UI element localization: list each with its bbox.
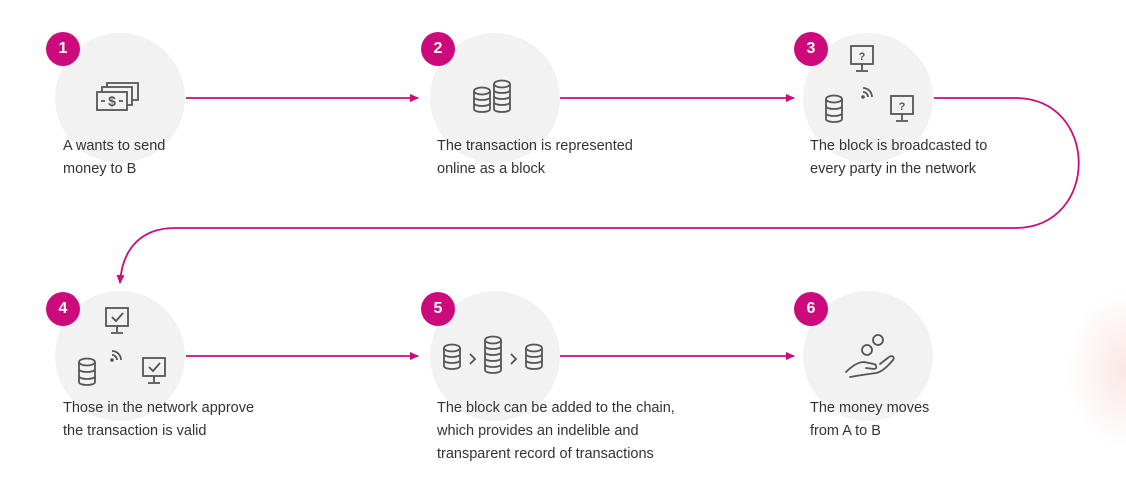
label-line: The money moves xyxy=(810,400,930,416)
step-5-badge: 5 xyxy=(421,292,455,326)
step-5-label: The block can be added to the chain, whi… xyxy=(437,397,737,466)
step-number: 4 xyxy=(58,300,68,317)
arrow-3-to-4 xyxy=(116,97,1080,284)
label-line: The block can be added to the chain, xyxy=(437,400,675,416)
network-broadcast-icon: ? ? xyxy=(825,45,914,123)
label-line: which provides an indelible and xyxy=(437,423,639,439)
step-3-label: The block is broadcasted to every party … xyxy=(810,135,1110,181)
step-number: 5 xyxy=(433,300,443,317)
step-1-badge: 1 xyxy=(46,32,80,66)
label-line: The transaction is represented xyxy=(437,138,633,154)
svg-text:?: ? xyxy=(899,101,906,113)
label-line: the transaction is valid xyxy=(63,423,207,439)
step-4-badge: 4 xyxy=(46,292,80,326)
step-3-badge: 3 xyxy=(794,32,828,66)
step-4-label: Those in the network approve the transac… xyxy=(63,397,363,443)
svg-text:?: ? xyxy=(859,51,866,63)
label-line: The block is broadcasted to xyxy=(810,138,988,154)
block-chain-icon xyxy=(443,335,543,374)
step-number: 3 xyxy=(806,40,816,57)
label-line: online as a block xyxy=(437,161,546,177)
hand-coin-icon xyxy=(845,334,895,378)
coin-stacks-icon xyxy=(473,79,511,113)
step-6-label: The money moves from A to B xyxy=(810,397,1110,443)
cash-icon: $ xyxy=(96,82,139,111)
step-2-label: The transaction is represented online as… xyxy=(437,135,737,181)
step-number: 2 xyxy=(433,40,443,57)
step-number: 1 xyxy=(58,40,68,57)
step-2-badge: 2 xyxy=(421,32,455,66)
label-line: every party in the network xyxy=(810,161,977,177)
step-6-badge: 6 xyxy=(794,292,828,326)
label-line: money to B xyxy=(63,161,137,177)
step-number: 6 xyxy=(806,300,816,317)
background-glow xyxy=(1066,290,1126,450)
svg-text:$: $ xyxy=(108,93,116,109)
network-approve-icon xyxy=(78,307,166,386)
label-line: from A to B xyxy=(810,423,881,439)
step-1-label: A wants to send money to B xyxy=(63,135,363,181)
label-line: transparent record of transactions xyxy=(437,446,654,462)
label-line: Those in the network approve xyxy=(63,400,255,416)
label-line: A wants to send xyxy=(63,138,166,154)
